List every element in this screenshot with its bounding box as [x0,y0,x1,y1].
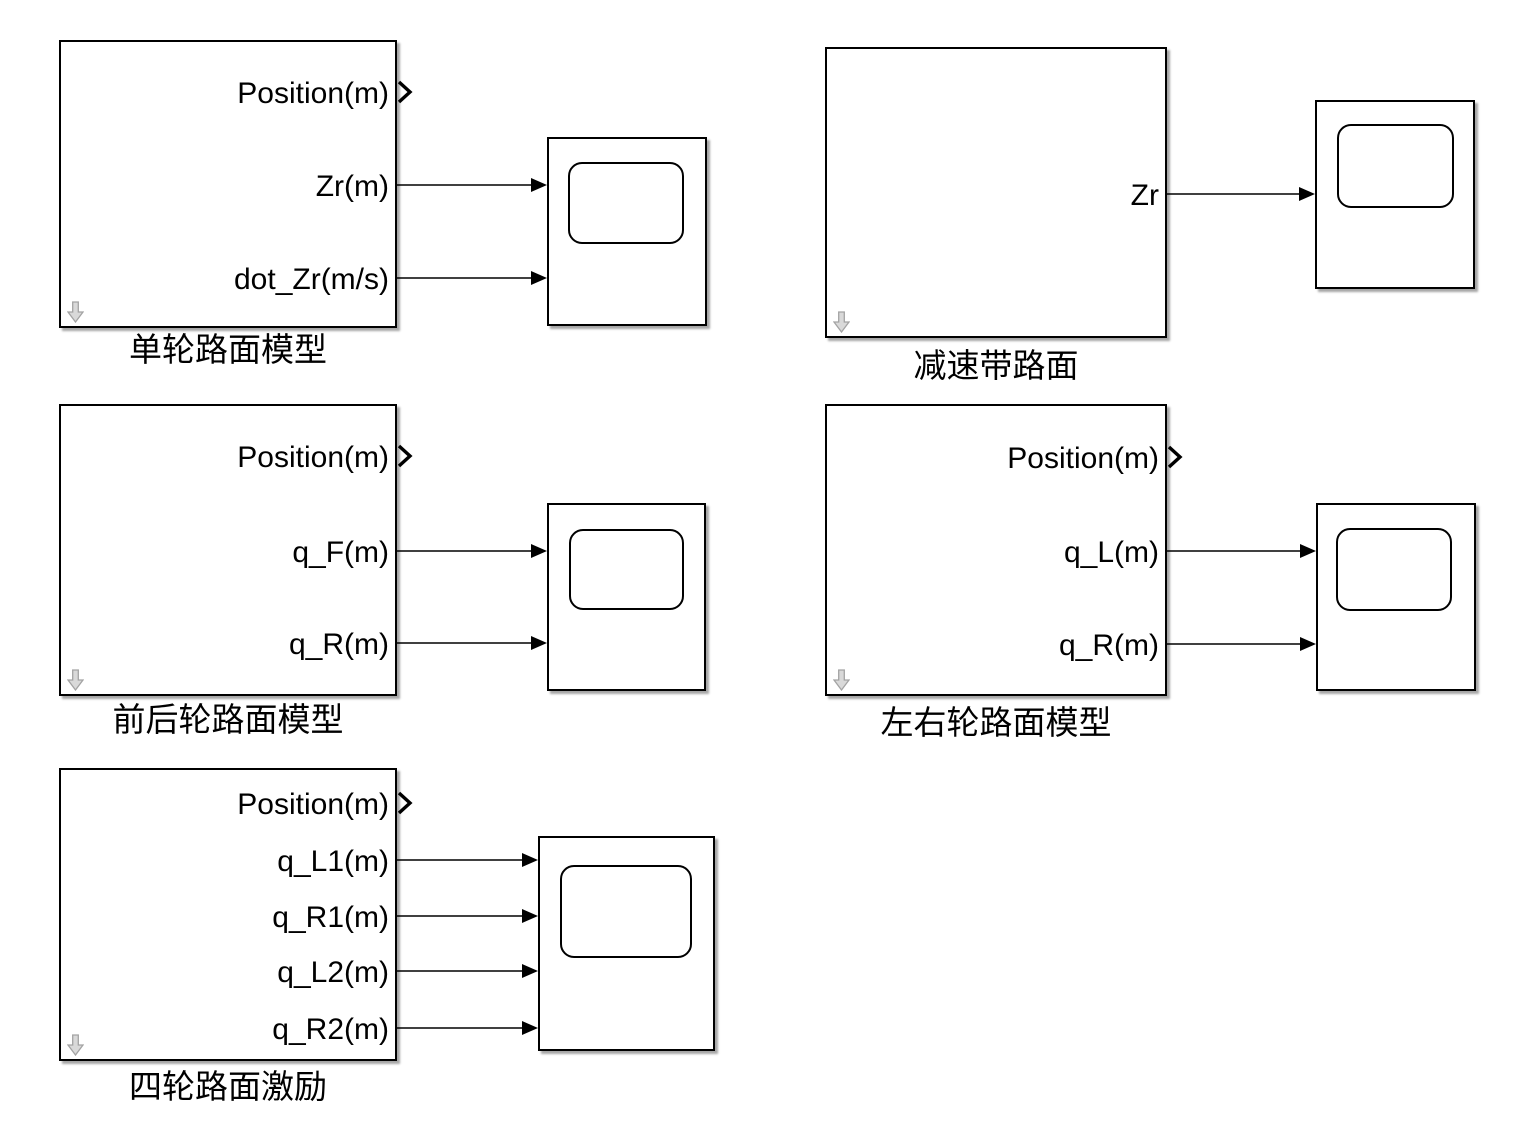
link-down-arrow-icon[interactable] [67,669,84,691]
output-port-label: q_R(m) [288,628,389,661]
output-port-label: q_R1(m) [272,901,389,934]
link-down-arrow-icon[interactable] [833,311,850,333]
subsystem-block-left-right-road[interactable]: Position(m) q_L(m) q_R(m) [825,404,1167,696]
subsystem-block-four-wheel-road[interactable]: Position(m) q_L1(m) q_R1(m) q_L2(m) q_R2… [59,768,397,1061]
signal-wire[interactable] [397,271,547,285]
signal-wire[interactable] [1167,544,1316,558]
block-caption-speed-bump-road[interactable]: 减速带路面 [913,349,1079,385]
signal-wire[interactable] [1167,637,1316,651]
output-port-label: dot_Zr(m/s) [233,263,389,296]
output-port-label: Position(m) [237,441,389,474]
signal-wire[interactable] [397,544,547,558]
output-port-chevron-icon[interactable] [1167,445,1183,469]
link-down-arrow-icon[interactable] [833,669,850,691]
scope-block-4[interactable] [1316,503,1476,691]
output-port-chevron-icon[interactable] [397,444,413,468]
signal-wire[interactable] [397,636,547,650]
signal-wire[interactable] [397,1021,538,1035]
scope-screen-icon [569,529,684,610]
subsystem-block-speed-bump-road[interactable]: Zr [825,47,1167,338]
output-port-label: q_L2(m) [277,956,389,989]
signal-wire[interactable] [397,178,547,192]
scope-screen-icon [1337,124,1454,208]
output-port-label: q_R(m) [1058,629,1159,662]
signal-wire[interactable] [1167,187,1315,201]
output-port-chevron-icon[interactable] [397,791,413,815]
output-port-label: q_L1(m) [277,845,389,878]
block-caption-left-right-road[interactable]: 左右轮路面模型 [880,706,1112,742]
scope-block-3[interactable] [547,503,706,691]
subsystem-block-front-rear-road[interactable]: Position(m) q_F(m) q_R(m) [59,404,397,696]
output-port-label: Position(m) [237,77,389,110]
signal-wire[interactable] [397,909,538,923]
output-port-label: Position(m) [1007,442,1159,475]
link-down-arrow-icon[interactable] [67,1034,84,1056]
link-down-arrow-icon[interactable] [67,301,84,323]
output-port-label: Position(m) [237,788,389,821]
scope-screen-icon [568,162,684,244]
scope-block-1[interactable] [547,137,707,326]
output-port-label: Zr [1130,179,1159,212]
block-caption-four-wheel-road[interactable]: 四轮路面激励 [129,1070,327,1106]
signal-wire[interactable] [397,853,538,867]
scope-block-5[interactable] [538,836,715,1051]
block-caption-single-wheel-road[interactable]: 单轮路面模型 [129,333,327,369]
scope-screen-icon [1336,528,1452,611]
output-port-label: q_R2(m) [272,1013,389,1046]
signal-wire[interactable] [397,964,538,978]
subsystem-block-single-wheel-road[interactable]: Position(m) Zr(m) dot_Zr(m/s) [59,40,397,328]
block-caption-front-rear-road[interactable]: 前后轮路面模型 [112,703,344,739]
output-port-label: q_L(m) [1063,536,1159,569]
output-port-label: Zr(m) [315,170,389,203]
scope-block-2[interactable] [1315,100,1475,289]
output-port-label: q_F(m) [292,536,389,569]
output-port-chevron-icon[interactable] [397,80,413,104]
scope-screen-icon [560,865,692,958]
